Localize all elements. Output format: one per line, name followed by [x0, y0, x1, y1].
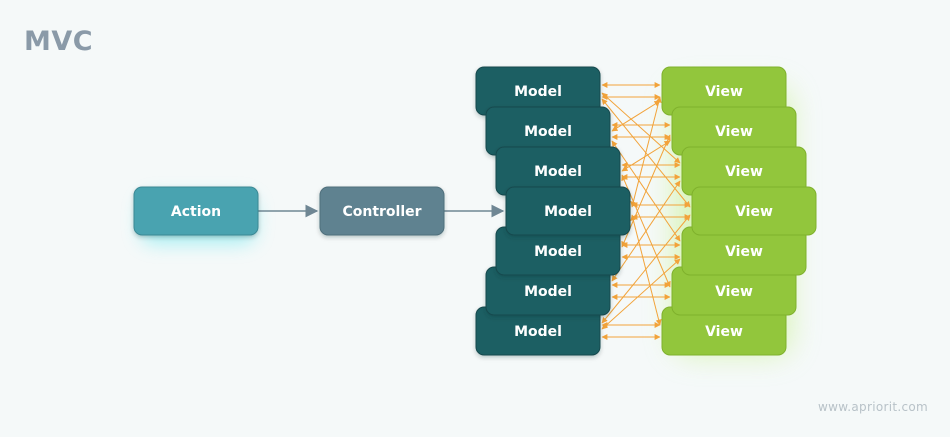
- view-label: View: [725, 164, 763, 180]
- controller-label: Controller: [342, 204, 421, 220]
- model-label: Model: [514, 84, 562, 100]
- action-box: [133, 186, 259, 236]
- model-label: Model: [514, 324, 562, 340]
- action-node: Action: [133, 186, 259, 236]
- connection-arrow: [601, 258, 681, 330]
- controller-node: Controller: [319, 186, 445, 236]
- model-node: Model: [485, 266, 611, 316]
- diagram-title: MVC: [24, 26, 94, 57]
- view-node: View: [681, 146, 807, 196]
- model-label: Model: [534, 164, 582, 180]
- model-node: Model: [475, 306, 601, 356]
- view-box: [691, 186, 817, 236]
- connection-arrow: [601, 92, 681, 164]
- view-node: View: [681, 226, 807, 276]
- view-label: View: [705, 324, 743, 340]
- model-label: Model: [544, 204, 592, 220]
- model-node: Model: [475, 66, 601, 116]
- view-node: View: [671, 106, 797, 156]
- model-label: Model: [524, 124, 572, 140]
- action-label: Action: [171, 204, 221, 220]
- view-label: View: [715, 124, 753, 140]
- view-node: View: [691, 186, 817, 236]
- view-label: View: [705, 84, 743, 100]
- model-label: Model: [534, 244, 582, 260]
- controller-box: [319, 186, 445, 236]
- model-node: Model: [495, 146, 621, 196]
- model-box: [505, 186, 631, 236]
- view-label: View: [725, 244, 763, 260]
- view-node: View: [661, 306, 787, 356]
- model-label: Model: [524, 284, 572, 300]
- view-label: View: [735, 204, 773, 220]
- watermark: www.apriorit.com: [818, 400, 928, 414]
- model-node: Model: [495, 226, 621, 276]
- view-node: View: [661, 66, 787, 116]
- view-label: View: [715, 284, 753, 300]
- model-node: Model: [505, 186, 631, 236]
